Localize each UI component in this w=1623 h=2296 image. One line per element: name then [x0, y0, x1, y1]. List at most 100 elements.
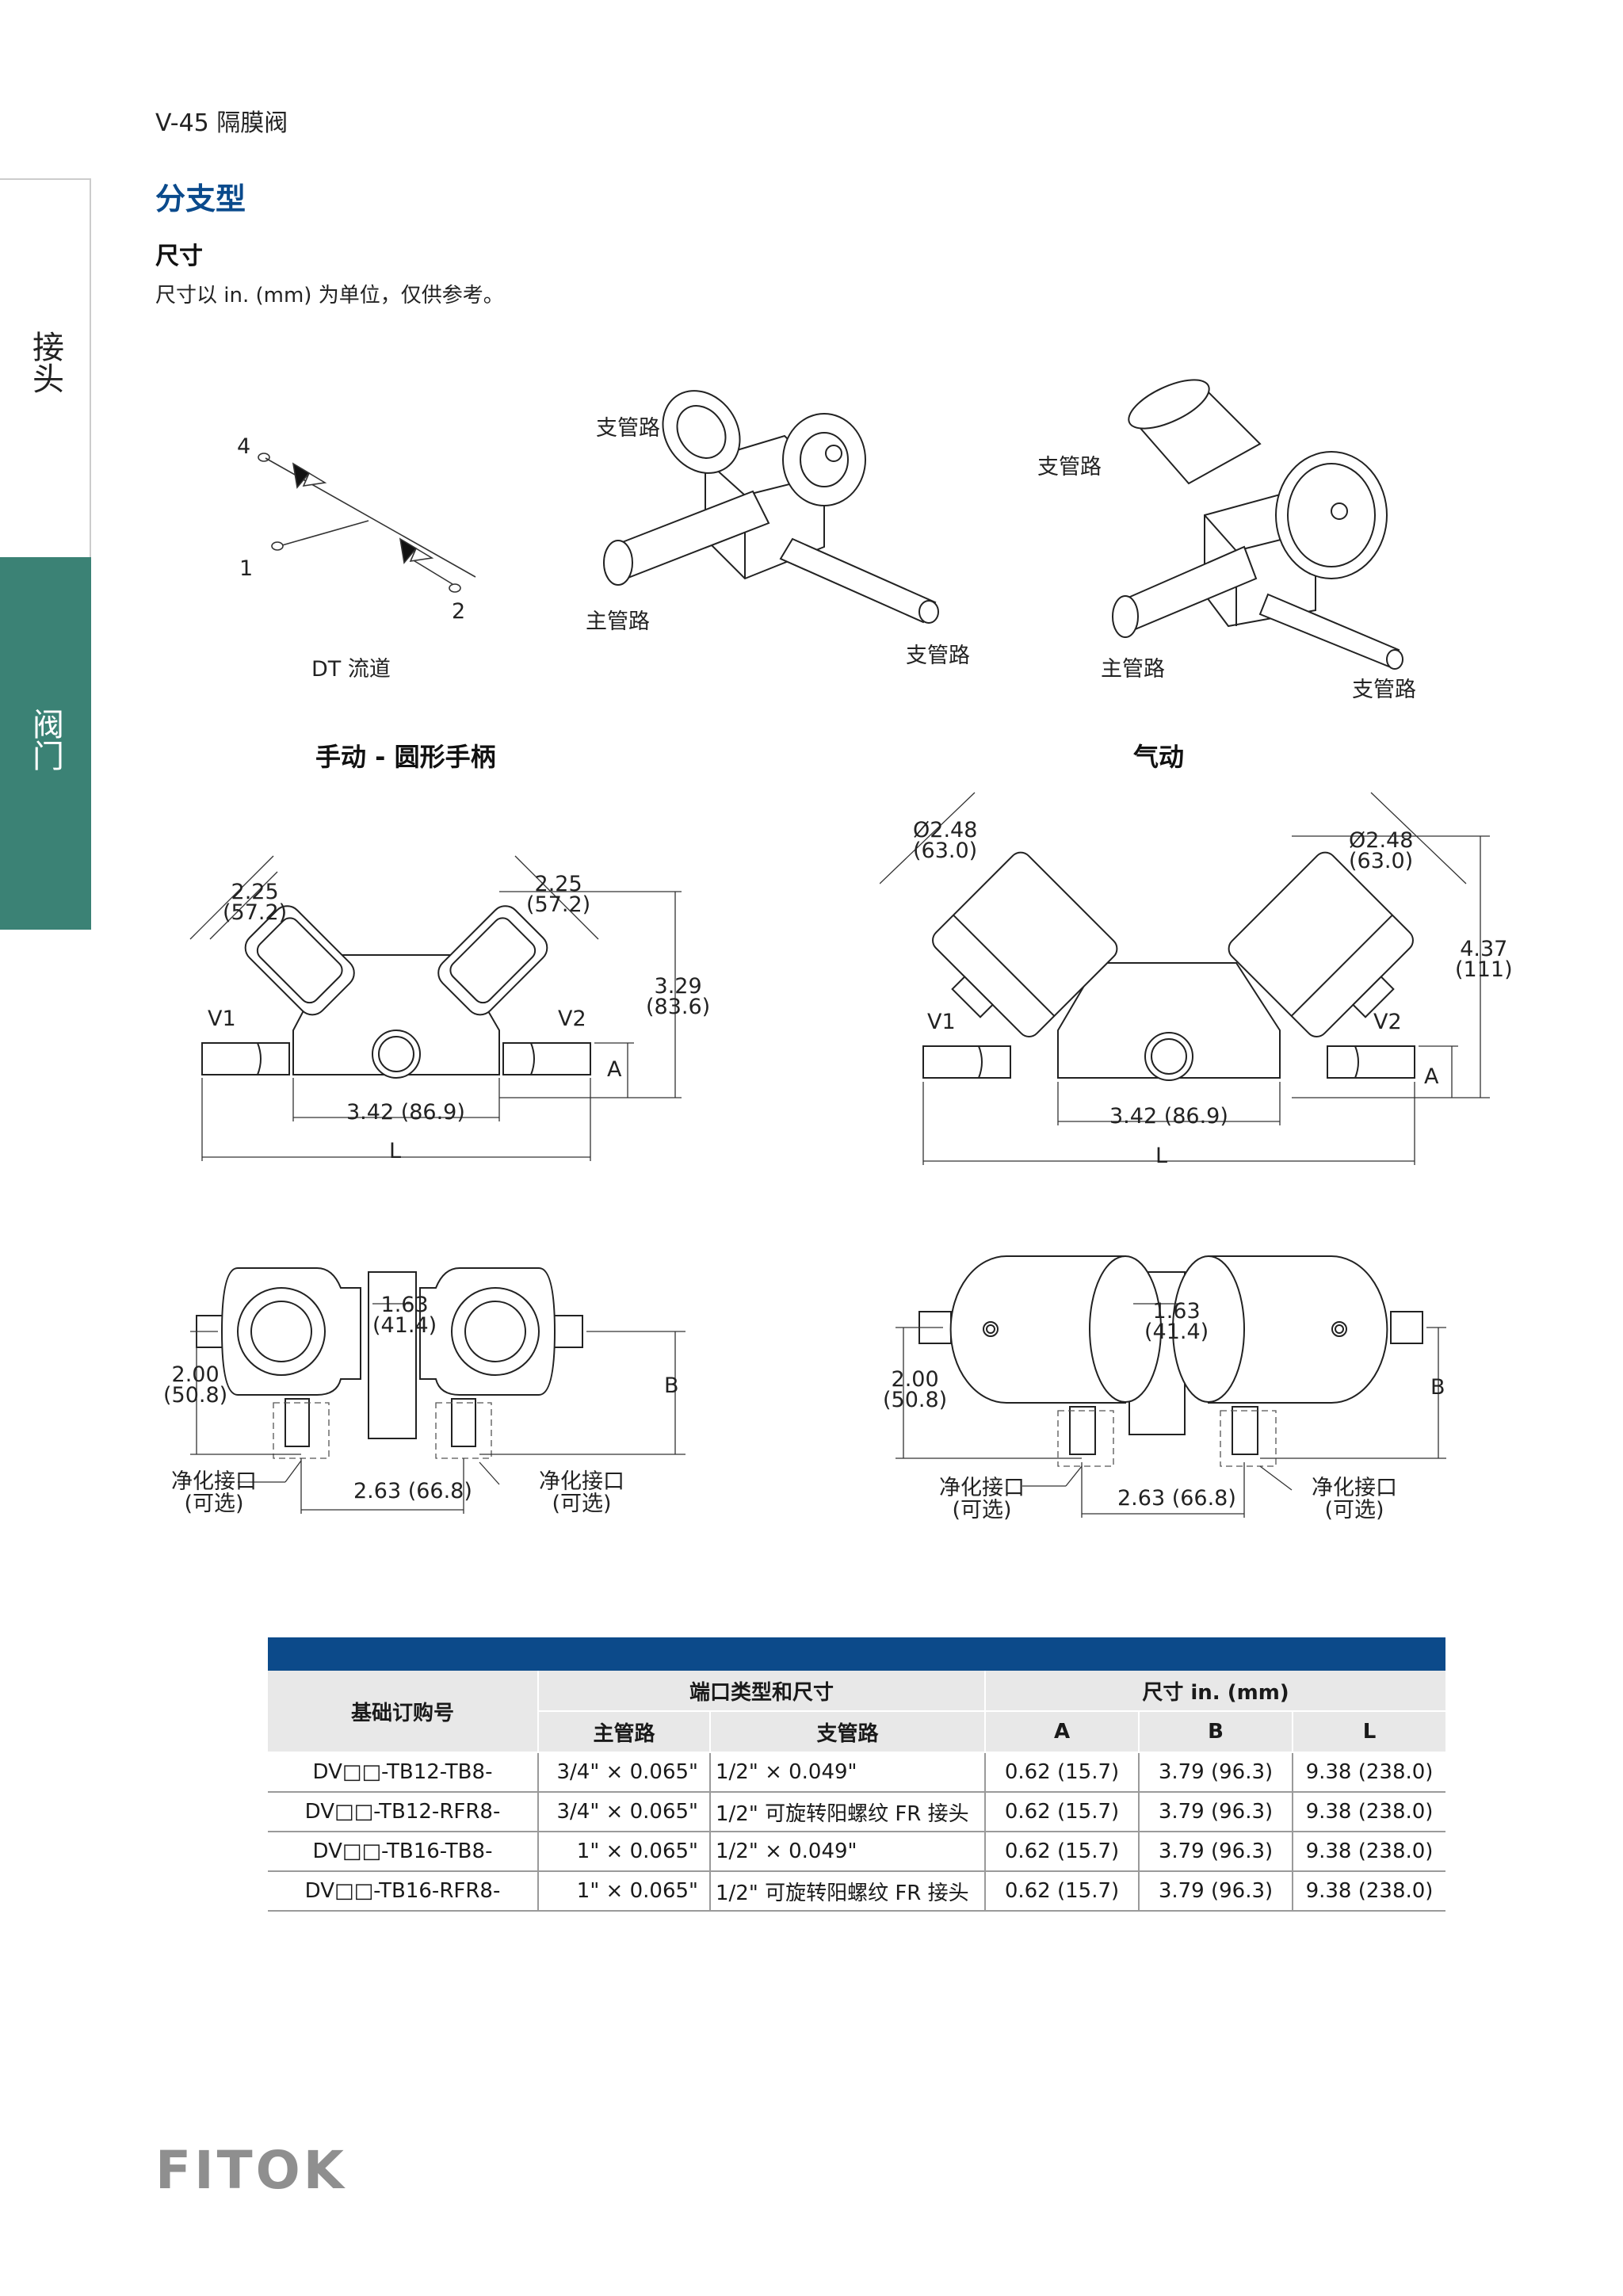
pneu-v1-label: V1 [927, 1010, 956, 1034]
manual-height: 3.29 (83.6) [646, 976, 710, 1018]
manual-v2-label: V2 [558, 1007, 586, 1031]
cell-order: DV□□-TB12-TB8- [268, 1752, 539, 1793]
pneu-dia-left-in: 2.48 [930, 818, 978, 842]
pneumatic-side-view [896, 1255, 1446, 1518]
cell-b: 3.79 (96.3) [1139, 1832, 1293, 1872]
flow-caption: DT 流道 [311, 657, 391, 682]
manual-side-width-mm: (41.4) [372, 1313, 437, 1338]
pneu-height-mm: (111) [1455, 957, 1513, 982]
pneu-iso-branch-label: 支管路 [1037, 455, 1102, 479]
manual-handle-dia-right-in: 2.25 [534, 872, 582, 896]
manual-purge-left-optional: (可选) [184, 1492, 244, 1516]
manual-valve-iso-image [603, 390, 939, 624]
manual-caption: 手动 - 圆形手柄 [315, 742, 496, 772]
manual-b-label: B [664, 1373, 679, 1398]
th-main: 主管路 [538, 1711, 711, 1753]
pneu-purge-right-label: 净化接口 [1312, 1476, 1397, 1500]
manual-front-view [189, 855, 682, 1161]
manual-height-mm: (83.6) [646, 995, 711, 1019]
th-dim-group: 尺寸 in. (mm) [985, 1671, 1445, 1712]
cell-branch: 1/2" 可旋转阳螺纹 FR 接头 [710, 1871, 986, 1912]
manual-handle-dia-right: 2.25 (57.2) [526, 872, 591, 917]
pneu-purge-left-optional: (可选) [952, 1498, 1012, 1522]
manual-purge-right-label: 净化接口 [539, 1469, 624, 1494]
manual-side-height: 2.00 (50.8) [163, 1362, 228, 1408]
dimension-table: 基础订购号 端口类型和尺寸 尺寸 in. (mm) 主管路 支管路 A B L … [268, 1637, 1445, 1912]
cell-l: 9.38 (238.0) [1293, 1752, 1445, 1793]
section-title: 分支型 [155, 181, 246, 216]
pneu-side-height-mm: (50.8) [883, 1388, 948, 1412]
cell-a: 0.62 (15.7) [985, 1752, 1140, 1793]
side-tab-fittings-label: 接头 [27, 330, 63, 394]
pneu-purge-left-label: 净化接口 [939, 1476, 1025, 1500]
pneu-side-width-mm: (41.4) [1144, 1320, 1209, 1344]
manual-l-label: L [389, 1139, 402, 1163]
pneu-side-height-in: 2.00 [891, 1367, 939, 1392]
table-row: DV□□-TB16-RFR8- 1" × 0.065" 1/2" 可旋转阳螺纹 … [268, 1871, 1445, 1912]
manual-height-in: 3.29 [654, 974, 702, 999]
cell-main: 1" × 0.065" [538, 1871, 711, 1912]
table-row: DV□□-TB16-TB8- 1" × 0.065" 1/2" × 0.049"… [268, 1832, 1445, 1872]
manual-side-height-mm: (50.8) [163, 1383, 228, 1408]
cell-b: 3.79 (96.3) [1139, 1871, 1293, 1912]
flow-port-1: 1 [239, 556, 254, 581]
cell-b: 3.79 (96.3) [1139, 1752, 1293, 1793]
pneu-v2-label: V2 [1373, 1010, 1402, 1034]
cell-order: DV□□-TB16-TB8- [268, 1832, 539, 1872]
pneu-purge-right: 净化接口 (可选) [1312, 1477, 1397, 1522]
table-row: DV□□-TB12-RFR8- 3/4" × 0.065" 1/2" 可旋转阳螺… [268, 1792, 1445, 1832]
th-port-group: 端口类型和尺寸 [538, 1671, 986, 1712]
manual-body-width: 3.42 (86.9) [346, 1100, 465, 1125]
pneu-purge-right-optional: (可选) [1324, 1498, 1384, 1522]
pneu-dia-right-symbol: Ø [1349, 828, 1366, 853]
pneu-dia-left-symbol: Ø [913, 818, 930, 842]
cell-branch: 1/2" 可旋转阳螺纹 FR 接头 [710, 1792, 986, 1832]
manual-iso-main-label: 主管路 [586, 609, 650, 634]
manual-purge-left: 净化接口 (可选) [171, 1471, 257, 1515]
manual-iso-branch-label: 支管路 [596, 416, 660, 441]
side-tab-valves[interactable]: 阀门 [0, 557, 91, 930]
th-branch: 支管路 [710, 1711, 986, 1753]
th-b: B [1139, 1711, 1293, 1753]
pneu-iso-main-label: 主管路 [1101, 657, 1165, 682]
dimensions-title: 尺寸 [155, 243, 203, 270]
cell-main: 3/4" × 0.065" [538, 1792, 711, 1832]
table-header-bar [268, 1637, 1445, 1671]
manual-handle-dia-left: 2.25 (57.2) [223, 880, 287, 923]
cell-a: 0.62 (15.7) [985, 1832, 1140, 1872]
pneu-height-in: 4.37 [1460, 937, 1508, 961]
side-tab-fittings[interactable]: 接头 [0, 178, 91, 557]
manual-side-width-in: 1.63 [380, 1293, 429, 1317]
cell-branch: 1/2" × 0.049" [710, 1752, 986, 1793]
pneu-height: 4.37 (111) [1455, 937, 1513, 982]
cell-b: 3.79 (96.3) [1139, 1792, 1293, 1832]
pneu-purge-left: 净化接口 (可选) [939, 1477, 1025, 1522]
th-l: L [1293, 1711, 1445, 1753]
manual-side-height-in: 2.00 [171, 1362, 220, 1387]
table-row: DV□□-TB12-TB8- 3/4" × 0.065" 1/2" × 0.04… [268, 1752, 1445, 1793]
cell-order: DV□□-TB16-RFR8- [268, 1871, 539, 1912]
pneu-dia-right-in: 2.48 [1365, 828, 1414, 853]
fitok-logo: FITOK [155, 2140, 347, 2201]
cell-a: 0.62 (15.7) [985, 1792, 1140, 1832]
dimensions-note: 尺寸以 in. (mm) 为单位，仅供参考。 [155, 284, 504, 308]
manual-handle-dia-right-mm: (57.2) [526, 892, 591, 917]
pneu-port-spacing: 2.63 (66.8) [1117, 1486, 1236, 1511]
pneu-iso-branch2-label: 支管路 [1352, 678, 1416, 702]
th-order-no: 基础订购号 [268, 1671, 539, 1753]
cell-l: 9.38 (238.0) [1293, 1792, 1445, 1832]
manual-v1-label: V1 [208, 1007, 236, 1031]
manual-handle-dia-left-in: 2.25 [231, 880, 279, 904]
cell-a: 0.62 (15.7) [985, 1871, 1140, 1912]
side-tab-valves-label: 阀门 [27, 708, 63, 771]
pneu-actuator-dia-right: Ø2.48 (63.0) [1349, 828, 1414, 872]
manual-iso-branch2-label: 支管路 [906, 644, 970, 668]
pneu-dia-left-mm: (63.0) [913, 839, 978, 863]
flow-port-4: 4 [237, 434, 251, 459]
th-a: A [985, 1711, 1140, 1753]
pneumatic-front-view [880, 792, 1490, 1165]
cell-branch: 1/2" × 0.049" [710, 1832, 986, 1872]
manual-purge-right-optional: (可选) [552, 1492, 612, 1516]
flow-port-2: 2 [452, 599, 466, 624]
cell-l: 9.38 (238.0) [1293, 1832, 1445, 1872]
